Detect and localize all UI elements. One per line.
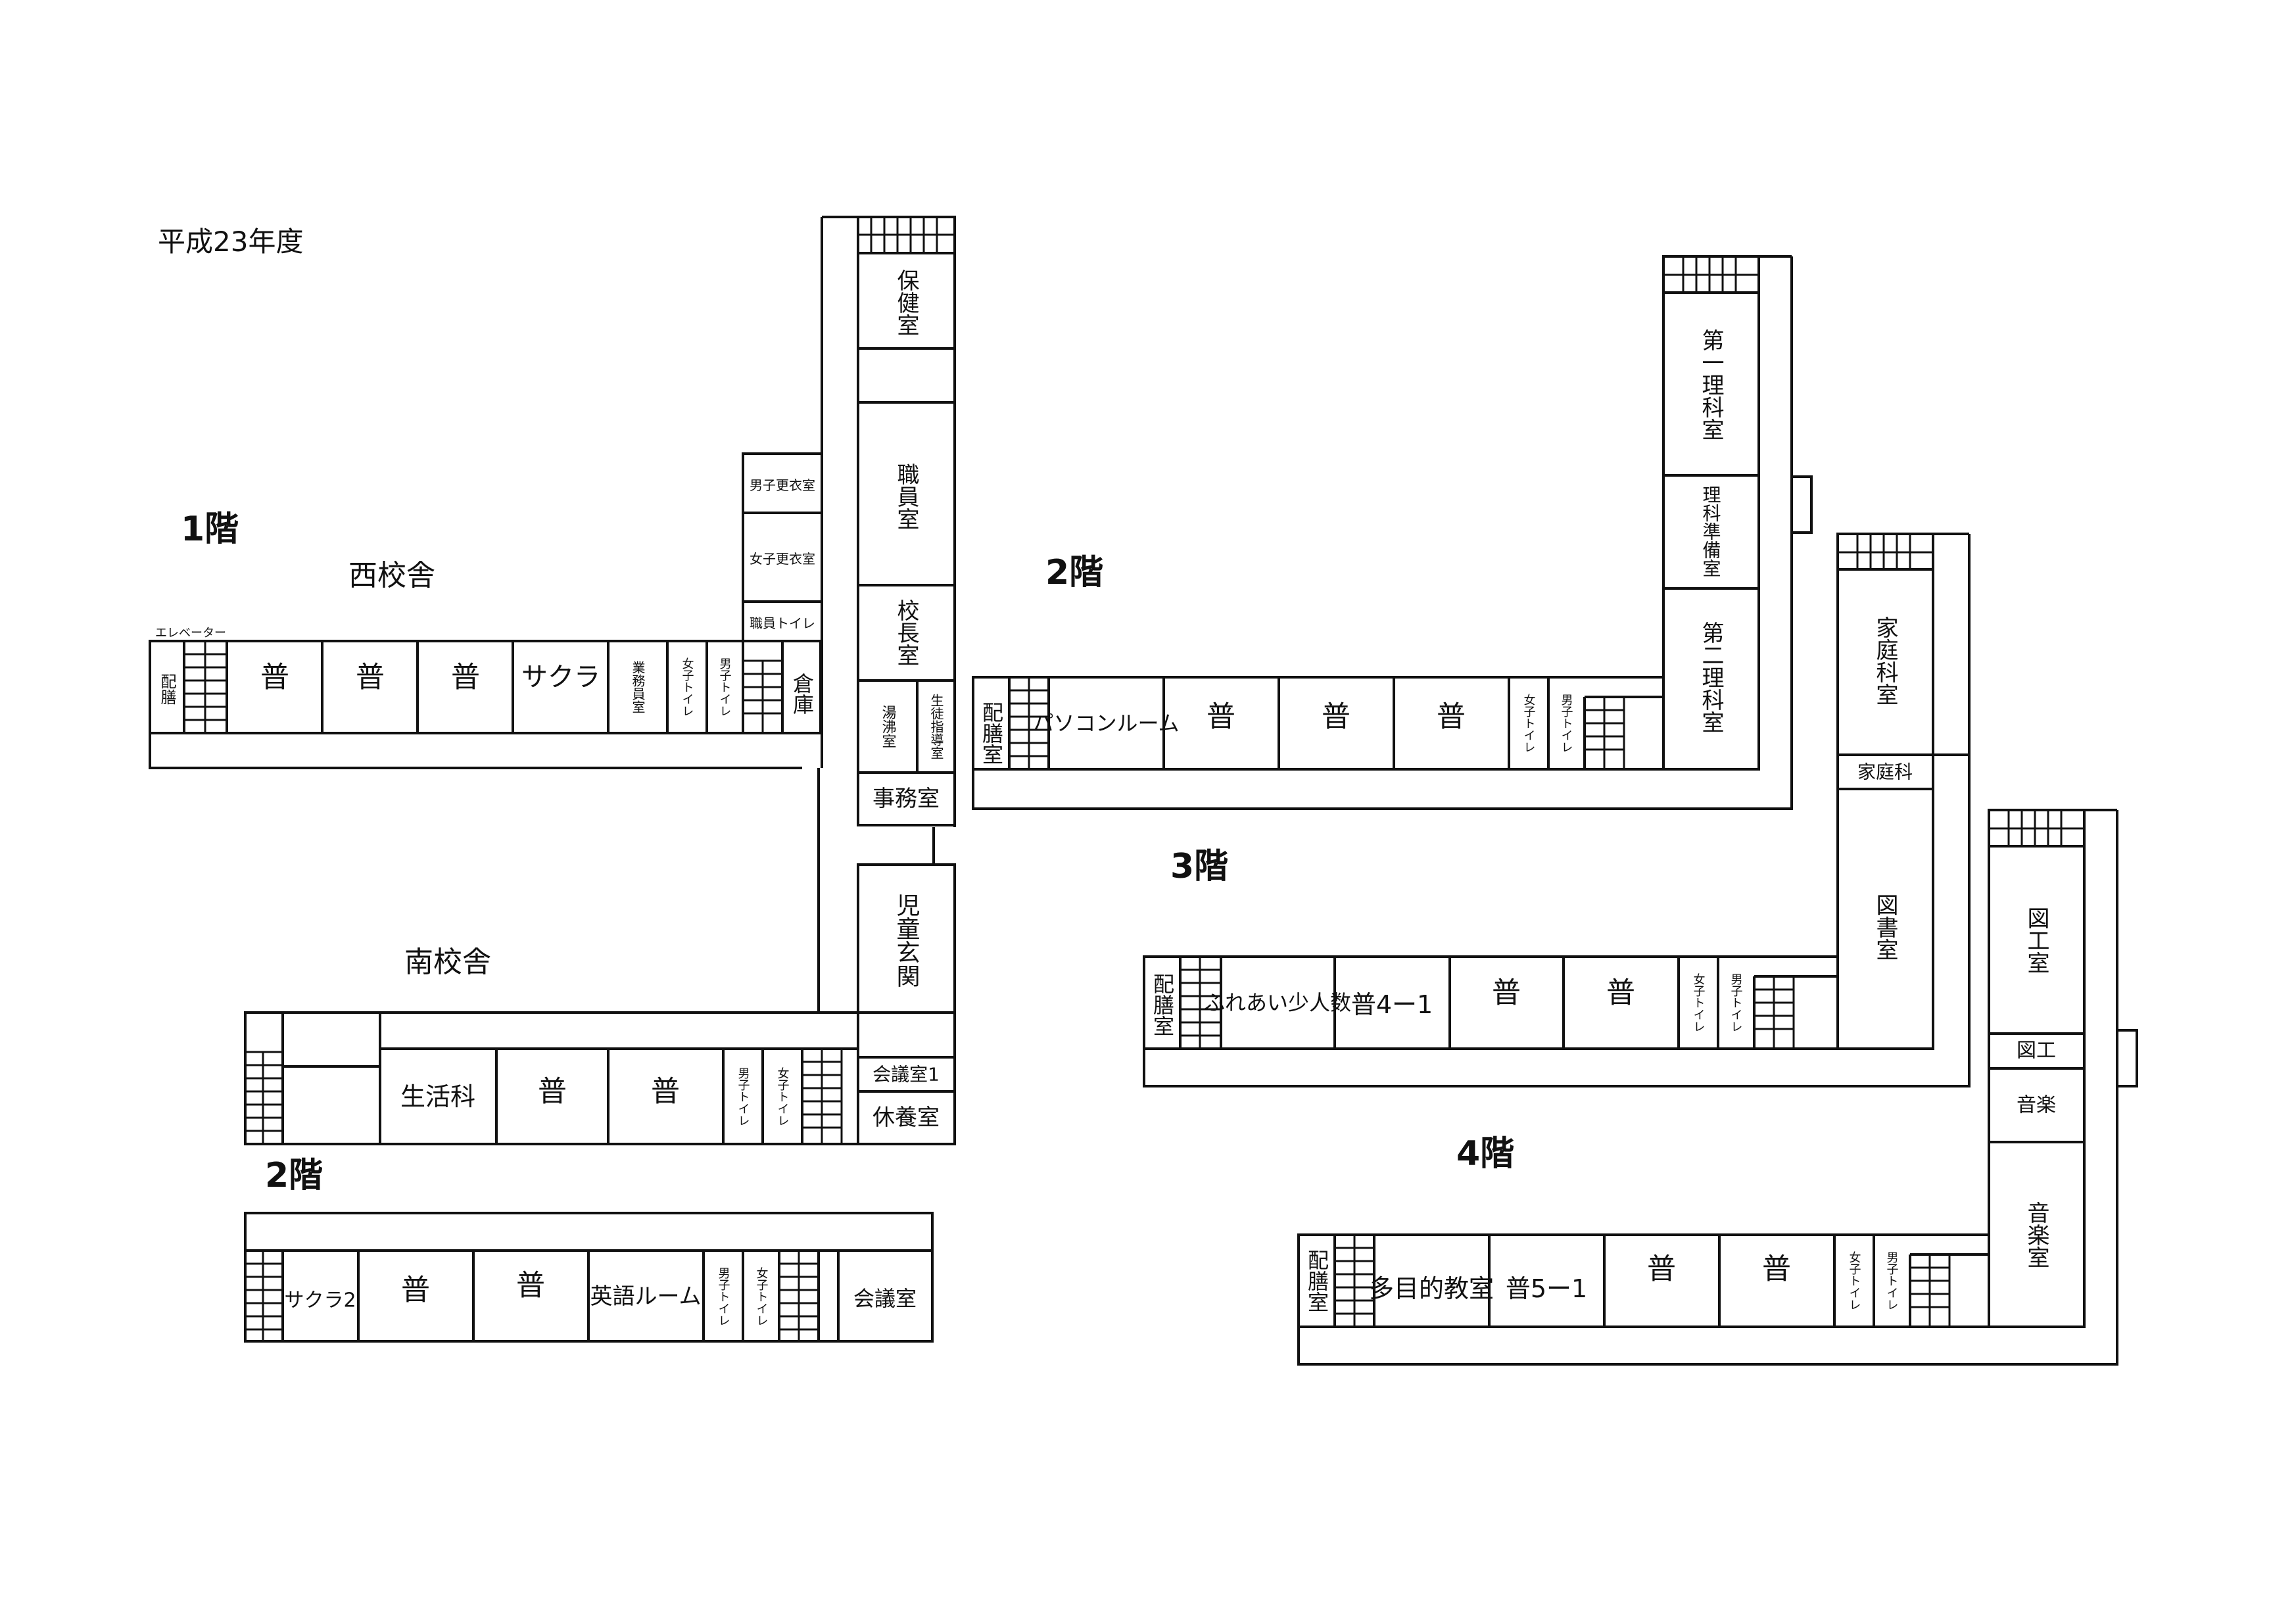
floor-4-plan [1297, 809, 2138, 1366]
room-label-joshi-kouishitsu: 女子更衣室 [750, 551, 815, 567]
room-label-seito-shido: 生徒指導室 [928, 694, 944, 759]
stairs-icon [779, 1251, 819, 1341]
room-label-yuwakashi: 湯沸室 [880, 705, 897, 748]
stairs-icon [1754, 976, 1795, 1049]
room-label-pasokon: パソコンルーム [1032, 711, 1179, 736]
room-label-elevator: エレベーター [155, 627, 226, 640]
room-label-ongaku: 音楽室 [2023, 1201, 2049, 1268]
floor-label-4f: 4階 [1456, 1134, 1514, 1174]
room-label-fu-5-1: 普5ー1 [1506, 1274, 1587, 1303]
room-label-fu: 普 [1207, 700, 1235, 734]
room-label-fu: 普 [356, 661, 385, 694]
stairs-icon [1009, 677, 1049, 769]
floor-1-plan [149, 216, 956, 1145]
room-label-souko: 倉庫 [790, 673, 815, 715]
room-label-hoken: 保健室 [893, 269, 919, 336]
room-label-kaigi1: 会議室1 [872, 1064, 940, 1086]
room-label-kyuyo: 休養室 [872, 1105, 940, 1131]
room-label-joshi-toilet: 女子トイレ [776, 1067, 790, 1126]
stairs-icon [184, 641, 227, 733]
room-label-fu: 普 [1647, 1253, 1676, 1286]
stairs-icon [1585, 697, 1625, 769]
stairs-icon [1663, 256, 1759, 293]
room-label-katei: 家庭科室 [1872, 616, 1898, 705]
room-label-dai1-rika: 第一理科室 [1698, 329, 1724, 441]
room-label-fu-4-1: 普4ー1 [1351, 990, 1433, 1019]
room-label-zuko: 図工室 [2023, 907, 2049, 974]
room-label-eigo-room: 英語ルーム [590, 1283, 702, 1310]
room-label-fu: 普 [451, 661, 480, 694]
stairs-icon [245, 1051, 283, 1144]
stairs-icon [1838, 534, 1933, 569]
room-label-zuko-small: 図工 [2017, 1039, 2056, 1063]
room-label-danshi-toilet: 男子トイレ [718, 657, 732, 717]
room-label-fu: 普 [1606, 976, 1635, 1010]
room-label-danshi-kouishitsu: 男子更衣室 [750, 477, 815, 493]
room-label-danshi-toilet: 男子トイレ [1729, 973, 1743, 1032]
building-label-west: 西校舎 [348, 559, 435, 592]
room-label-fureai: ふれあい少人数 [1204, 990, 1351, 1015]
building-label-south: 南校舎 [404, 945, 491, 979]
room-label-fu: 普 [260, 661, 289, 694]
room-label-dai2-rika: 第二理科室 [1698, 621, 1724, 733]
room-label-danshi-toilet: 男子トイレ [736, 1067, 750, 1126]
room-label-joshi-toilet: 女子トイレ [1848, 1251, 1861, 1310]
room-label-danshi-toilet: 男子トイレ [1560, 694, 1573, 753]
stairs-icon [1910, 1254, 1951, 1327]
room-label-haizenshitsu: 配膳室 [1150, 973, 1175, 1036]
stairs-icon [1335, 1235, 1374, 1327]
floor-label-3f: 3階 [1170, 847, 1228, 886]
room-label-fu: 普 [538, 1075, 567, 1109]
room-label-danshi-toilet: 男子トイレ [717, 1267, 730, 1326]
room-label-fu: 普 [1492, 976, 1521, 1010]
room-label-joshi-toilet: 女子トイレ [1522, 694, 1536, 753]
room-label-fu: 普 [1762, 1253, 1791, 1286]
room-label-sakura2: サクラ2 [284, 1289, 356, 1312]
room-label-danshi-toilet: 男子トイレ [1885, 1251, 1899, 1310]
room-label-fu: 普 [1437, 700, 1466, 734]
room-label-rika-junbi: 理科準備室 [1700, 485, 1722, 577]
room-label-sakura: サクラ [521, 662, 600, 692]
room-label-fu: 普 [401, 1274, 430, 1307]
stairs-icon [1180, 957, 1221, 1049]
stairs-icon [858, 217, 955, 253]
room-label-kocho: 校長室 [893, 599, 919, 666]
room-label-shokuin-toilet: 職員トイレ [750, 615, 815, 631]
room-label-seikatsu: 生活科 [400, 1082, 475, 1111]
room-label-joshi-toilet: 女子トイレ [1692, 973, 1706, 1032]
page-title: 平成23年度 [158, 226, 303, 258]
floor-3-plan [1143, 533, 1971, 1087]
room-label-fu: 普 [1322, 700, 1350, 734]
stairs-icon [1989, 810, 2084, 846]
room-label-fu: 普 [516, 1269, 545, 1302]
stairs-icon [245, 1251, 283, 1341]
stairs-icon [743, 659, 782, 733]
room-label-tamokuteki: 多目的教室 [1369, 1274, 1494, 1303]
room-label-joshi-toilet: 女子トイレ [681, 657, 694, 717]
room-label-kaigi: 会議室 [853, 1286, 917, 1311]
room-label-tosho: 図書室 [1872, 894, 1898, 961]
room-label-fu: 普 [651, 1075, 680, 1109]
floor-label-1f: 1階 [181, 510, 239, 549]
room-label-gyomuin: 業務員室 [630, 661, 646, 713]
room-label-joshi-toilet: 女子トイレ [755, 1267, 769, 1326]
room-label-haizen: 配膳 [158, 673, 176, 705]
room-label-katei-small: 家庭科 [1857, 761, 1913, 783]
room-label-shokuin: 職員室 [893, 463, 919, 530]
floor-label-2f-south: 2階 [265, 1156, 323, 1195]
room-label-jido-genkan: 児童玄関 [893, 893, 920, 988]
room-label-jimu: 事務室 [872, 786, 940, 812]
room-label-ongaku-small: 音楽 [2017, 1094, 2056, 1117]
floor-2-east-plan [972, 255, 1813, 810]
room-label-haizenshitsu: 配膳室 [979, 702, 1004, 765]
floor-label-2f-east: 2階 [1045, 553, 1103, 592]
room-label-haizenshitsu: 配膳室 [1304, 1249, 1329, 1312]
stairs-icon [802, 1049, 843, 1144]
floor-2-south-plan [244, 1212, 934, 1343]
